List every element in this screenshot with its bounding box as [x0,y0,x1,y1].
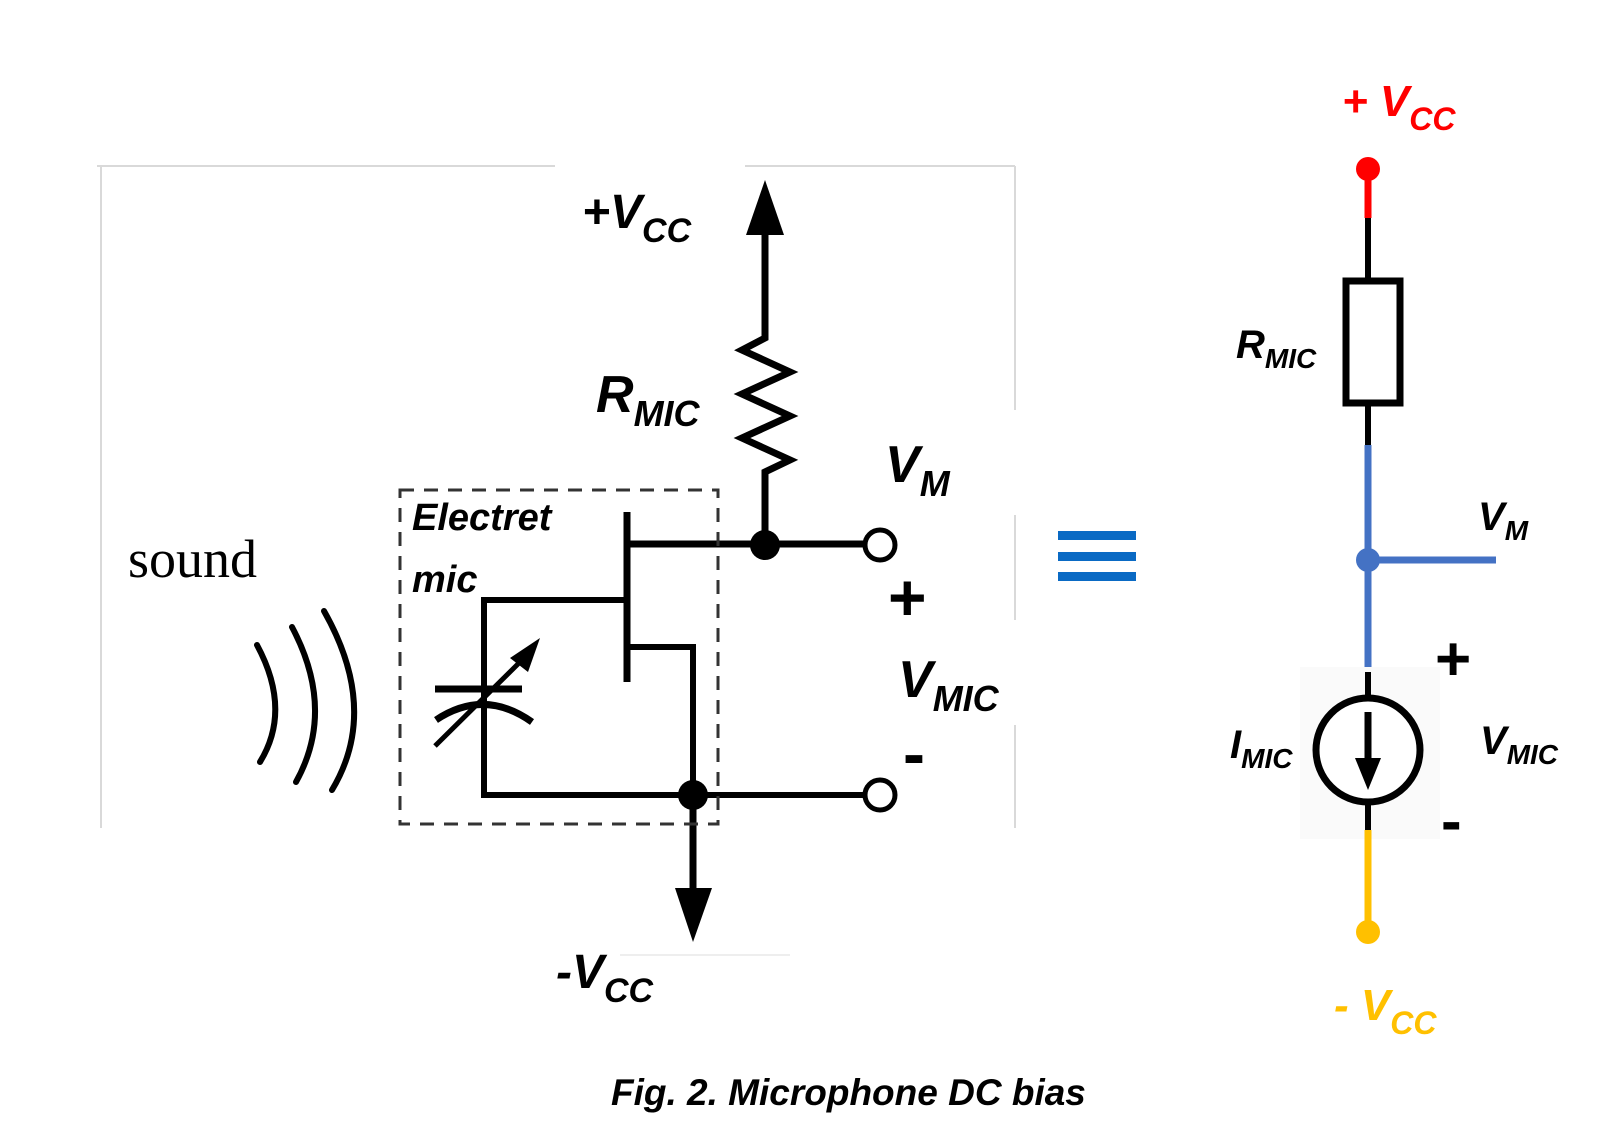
equivalence-icon [1058,531,1136,581]
label-vcc-positive: +VCC [582,186,692,250]
gate-wire [481,597,627,797]
resistor-zigzag [733,322,799,548]
label-plus-right: + [1435,625,1471,694]
label-mic: mic [412,559,477,601]
figure-caption: Fig. 2. Microphone DC bias [611,1072,1086,1113]
label-vcc-negative: -VCC [556,946,654,1010]
label-rmic-right: RMIC [1236,323,1317,374]
label-minus-right: - [1441,787,1462,856]
node-vm-junction-right [1356,548,1380,572]
label-minus: - [903,716,925,790]
label-vcc-negative-right: - VCC [1334,981,1437,1041]
left-panel-frame [97,165,1016,956]
label-plus: + [888,560,927,634]
label-sound: sound [128,529,257,589]
label-vmic-right: VMIC [1480,719,1559,770]
label-imic: IMIC [1230,723,1293,774]
vcc-negative-terminal [1356,920,1380,944]
terminal-ground[interactable] [862,777,898,813]
terminal-vm[interactable] [862,527,898,563]
label-vm-right: VM [1478,495,1529,546]
resistor-box [1342,277,1404,407]
label-rmic: RMIC [596,366,701,434]
label-vm: VM [885,436,951,504]
label-vmic: VMIC [898,651,1000,719]
current-arrow-icon [1355,712,1381,790]
node-vm-wire [1364,445,1496,672]
label-electret: Electret [412,497,553,539]
electret-mic-box [398,488,720,826]
source-wire [627,644,696,795]
variable-capacitor-icon [433,638,540,748]
node-vm-junction [750,530,780,560]
vcc-negative-arrow [675,795,712,942]
vcc-positive-arrow [746,180,784,325]
sound-waves-icon [254,608,358,793]
label-vcc-positive-right: + VCC [1342,77,1456,137]
